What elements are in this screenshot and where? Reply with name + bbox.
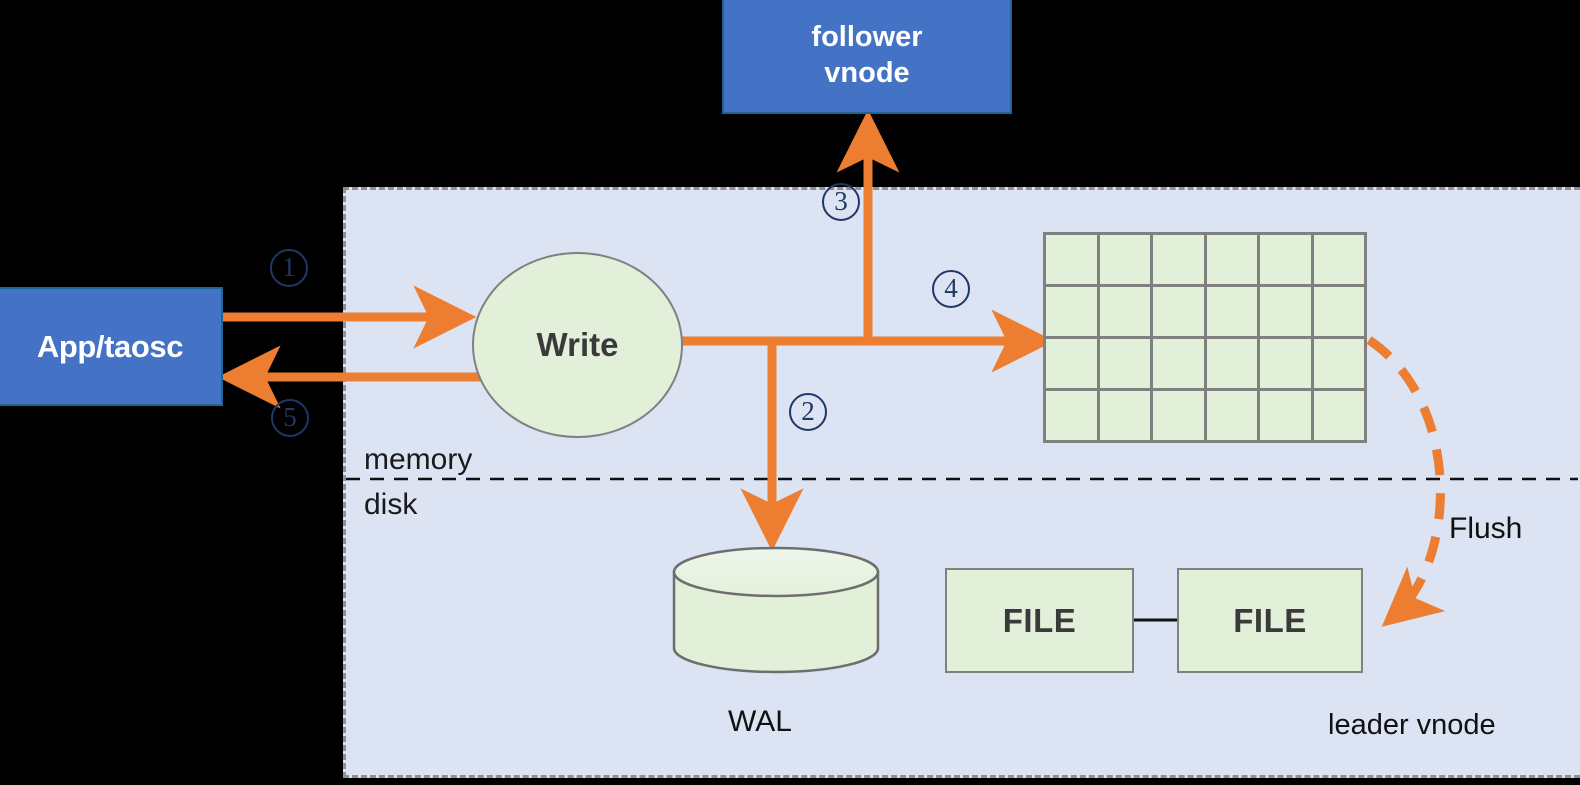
memory-label: memory: [364, 443, 473, 476]
wal-cylinder-shape: [672, 546, 880, 674]
memtable-cell: [1153, 287, 1204, 336]
file-node-right[interactable]: FILE: [1177, 568, 1363, 673]
memtable-cell: [1260, 391, 1311, 440]
arrow-flush: [1366, 336, 1446, 627]
memtable-cell: [1260, 235, 1311, 284]
step-marker-1: 1: [270, 249, 308, 287]
step-marker-2: 2: [789, 393, 827, 431]
memtable-cell: [1099, 339, 1150, 388]
memtable-cell: [1313, 287, 1364, 336]
app-taosc-label: App/taosc: [36, 328, 184, 364]
memtable-cell: [1206, 235, 1257, 284]
memtable-cell: [1046, 235, 1097, 284]
memtable-cell: [1099, 391, 1150, 440]
memtable-cell: [1099, 287, 1150, 336]
leader-vnode-label: leader vnode: [1328, 709, 1496, 741]
memtable-cell: [1206, 391, 1257, 440]
write-node[interactable]: Write: [472, 252, 683, 438]
flush-label: Flush: [1449, 512, 1523, 545]
memtable-cell: [1046, 391, 1097, 440]
write-node-label: Write: [536, 326, 619, 363]
memtable-cell: [1206, 287, 1257, 336]
memtable-grid[interactable]: [1043, 232, 1367, 443]
memtable-cell: [1153, 235, 1204, 284]
memtable-cell: [1046, 287, 1097, 336]
memtable-cell: [1099, 235, 1150, 284]
memtable-cell: [1260, 339, 1311, 388]
wal-label: WAL: [728, 705, 792, 738]
file-node-left[interactable]: FILE: [945, 568, 1134, 673]
memtable-cell: [1313, 391, 1364, 440]
step-marker-4: 4: [932, 270, 970, 308]
memtable-cell: [1046, 339, 1097, 388]
memtable-cell: [1313, 339, 1364, 388]
follower-vnode-label-line2: vnode: [824, 57, 910, 89]
memtable-cell: [1153, 391, 1204, 440]
step-marker-3: 3: [822, 183, 860, 221]
follower-vnode-node[interactable]: follower vnode: [722, 0, 1012, 114]
file-node-right-label: FILE: [1233, 601, 1307, 639]
memtable-cell: [1206, 339, 1257, 388]
app-taosc-node[interactable]: App/taosc: [0, 287, 223, 406]
memtable-cell: [1313, 235, 1364, 284]
memtable-cell: [1260, 287, 1311, 336]
step-marker-5: 5: [271, 399, 309, 437]
disk-label: disk: [364, 488, 418, 521]
file-node-left-label: FILE: [1002, 601, 1077, 639]
memtable-cell: [1153, 339, 1204, 388]
follower-vnode-label-line1: follower: [811, 20, 923, 53]
